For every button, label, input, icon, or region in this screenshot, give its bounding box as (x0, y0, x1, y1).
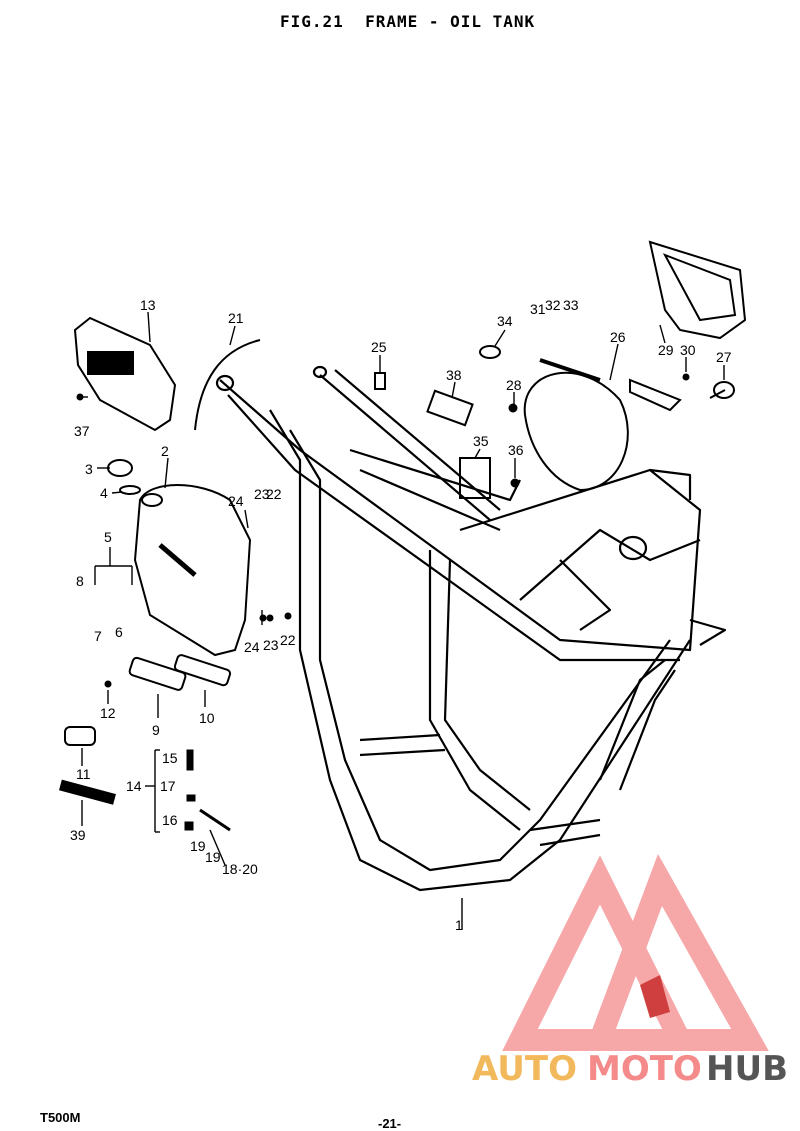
watermark-brand-hub: HUB (706, 1049, 788, 1089)
figure-title: FIG.21 FRAME - OIL TANK (280, 12, 536, 31)
callout-11: 11 (76, 766, 91, 782)
callout-12: 12 (100, 705, 116, 721)
callout-22b: 22 (280, 632, 296, 648)
callout-35: 35 (473, 433, 489, 449)
frame-drawing (215, 365, 727, 892)
oil-tank-drawing (133, 484, 252, 657)
page-number: -21- (378, 1116, 402, 1131)
callout-24: 24 (228, 493, 244, 509)
callout-37: 37 (74, 423, 90, 439)
callout-29: 29 (658, 342, 674, 358)
callout-14: 14 (126, 778, 142, 794)
callout-33: 33 (563, 297, 579, 313)
callout-19b: 19 (205, 849, 221, 865)
callout-28: 28 (506, 377, 522, 393)
callout-31: 31 (530, 301, 546, 317)
callout-8: 8 (76, 573, 84, 589)
model-code: T500M (40, 1110, 81, 1125)
callout-7: 7 (94, 628, 102, 644)
callout-3: 3 (85, 461, 93, 477)
callout-23b: 23 (263, 637, 279, 653)
callout-17: 17 (160, 778, 176, 794)
callout-38: 38 (446, 367, 462, 383)
callout-2: 2 (161, 443, 169, 459)
callout-19: 19 (190, 838, 206, 854)
callout-25: 25 (371, 339, 387, 355)
callout-18-20: 18·20 (222, 861, 258, 877)
callout-30: 30 (680, 342, 696, 358)
cable-21-drawing (194, 339, 261, 431)
callout-9: 9 (152, 722, 160, 738)
watermark-brand-moto: MOTO (587, 1049, 702, 1089)
callout-6: 6 (115, 624, 123, 640)
callout-21: 21 (228, 310, 244, 326)
callout-10: 10 (199, 710, 215, 726)
cover-26-drawing (523, 358, 682, 492)
callout-39: 39 (70, 827, 86, 843)
callout-13: 13 (140, 297, 156, 313)
watermark-text: AUTO MOTO HUB (472, 1049, 788, 1089)
callout-32: 32 (545, 297, 561, 313)
callout-23: 23 (254, 486, 270, 502)
callout-16: 16 (162, 812, 178, 828)
leader-lines (80, 311, 725, 930)
callout-22: 22 (266, 486, 282, 502)
callout-15: 15 (162, 750, 178, 766)
callout-34: 34 (497, 313, 513, 329)
callout-4: 4 (100, 485, 108, 501)
callout-26: 26 (610, 329, 626, 345)
callout-36: 36 (508, 442, 524, 458)
cover-29-drawing (648, 240, 747, 340)
callout-labels: 1 2 3 4 5 6 7 8 9 10 11 12 13 14 15 16 1… (70, 297, 732, 933)
callout-5: 5 (104, 529, 112, 545)
callout-1: 1 (455, 917, 463, 933)
callout-24b: 24 (244, 639, 260, 655)
watermark-brand-auto: AUTO (472, 1049, 577, 1089)
side-cover-drawing (73, 316, 177, 432)
callout-27: 27 (716, 349, 732, 365)
watermark-logo-icon (502, 854, 769, 1051)
